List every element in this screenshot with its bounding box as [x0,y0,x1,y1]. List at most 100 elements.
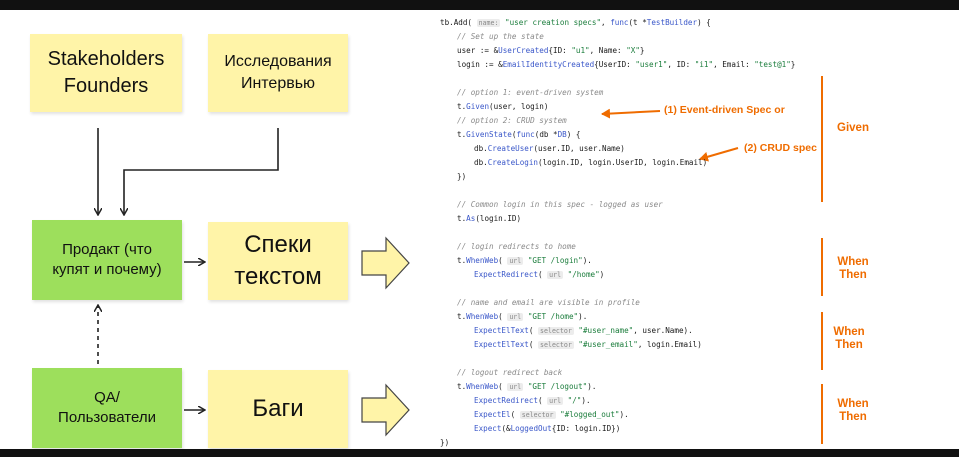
code-token: TestBuilder [646,18,698,27]
code-param-hint: name: [476,19,501,27]
code-token: tb.Add( [440,18,477,27]
code-token: , Name: [589,46,627,55]
code-token: } [639,46,645,55]
code-token: "#user_email" [573,340,638,349]
code-line: // option 1: event-driven system [457,88,603,97]
code-token: (t * [628,18,647,27]
code-param-hint: selector [538,341,574,349]
code-token: login := & [457,60,503,69]
code-token: ( [510,410,520,419]
code-token: (user, login) [489,102,549,111]
code-token: As [466,214,476,223]
code-param-hint: url [547,271,564,279]
code-token: t. [457,256,467,265]
code-token: ExpectElText [474,340,529,349]
code-token: , Email: [713,60,755,69]
code-token: db. [474,158,488,167]
code-token: "X" [626,46,640,55]
code-param-hint: selector [538,327,574,335]
code-token: func [516,130,535,139]
code-token: Expect [474,424,502,433]
code-token: "GET /logout" [523,382,588,391]
code-token: "/" [563,396,582,405]
block-arrow-specs-to-code [361,236,410,290]
code-line: }) [457,172,466,181]
code-line: }) [440,438,449,447]
code-token: CreateUser [487,144,534,153]
code-token: {ID: login.ID}) [551,424,621,433]
orange-arrow-crud [699,147,739,162]
code-line: ExpectElText( selector "#user_email", lo… [474,340,702,349]
code-line: ExpectRedirect( url "/home") [474,270,604,279]
code-param-hint: selector [519,411,556,419]
code-token: (& [501,424,511,433]
note-qa: QA/ Пользователи [32,368,182,448]
code-token: , login.Email) [637,340,702,349]
code-token: func [610,18,629,27]
code-token: , ID: [667,60,695,69]
code-token: // name and email are visible in profile [457,298,640,307]
code-token: // option 2: CRUD system [457,116,567,125]
code-token: }) [457,172,467,181]
code-token: db. [474,144,488,153]
code-token: (login.ID) [475,214,522,223]
code-token: user := & [457,46,499,55]
code-token: t. [457,214,467,223]
note-research: Исследования Интервью [208,34,348,112]
code-line: // Set up the state [457,32,544,41]
code-token: "u1" [571,46,590,55]
code-token: "user creation specs" [500,18,602,27]
label-when-then-3-text: When Then [837,398,869,424]
code-token: , user.Name). [633,326,693,335]
code-param-hint: url [507,383,524,391]
code-token: ). [587,382,597,391]
code-token: ExpectRedirect [474,270,539,279]
arrow-research-to-product [124,128,279,214]
code-token: // logout redirect back [457,368,563,377]
code-line: user := &UserCreated{ID: "u1", Name: "X"… [457,46,644,55]
code-token: WhenWeb [466,312,499,321]
code-token: "#user_name" [573,326,634,335]
code-token: "/home" [563,270,600,279]
note-bugs-text: Баги [252,394,304,422]
code-token: "test@1" [754,60,791,69]
code-line: db.CreateLogin(login.ID, login.UserID, l… [474,158,707,167]
code-token: "user1" [635,60,668,69]
code-token: "i1" [694,60,714,69]
code-line: tb.Add( name: "user creation specs", fun… [440,18,711,27]
note-qa-text: QA/ Пользователи [58,388,156,426]
code-token: {UserID: [594,60,636,69]
code-token: LoggedOut [510,424,552,433]
code-token: WhenWeb [466,382,499,391]
code-token: ) { [566,130,581,139]
code-line: t.As(login.ID) [457,214,521,223]
code-token: } [790,60,796,69]
code-token: }) [440,438,450,447]
code-line: t.WhenWeb( url "GET /home"). [457,312,587,321]
code-token: ) [599,270,605,279]
note-product-text: Продакт (что купят и почему) [52,240,162,278]
code-line: ExpectRedirect( url "/"). [474,396,591,405]
code-token: ( [528,340,539,349]
annotation-crud: (2) CRUD spec [744,142,817,154]
code-param-hint: url [507,257,524,265]
code-line: t.Given(user, login) [457,102,548,111]
code-token: (login.ID, login.UserID, login.Email) [538,158,708,167]
code-token: ( [498,256,508,265]
code-line: // name and email are visible in profile [457,298,640,307]
code-token: (user.ID, user.Name) [533,144,625,153]
code-param-hint: url [507,313,524,321]
code-token: t. [457,382,467,391]
code-line: // option 2: CRUD system [457,116,567,125]
code-token: t. [457,102,467,111]
label-when-then-1-text: When Then [837,256,869,282]
code-token: "#logged_out" [555,410,620,419]
annotation-event-driven: (1) Event-driven Spec or [664,104,785,116]
code-token: ( [538,270,548,279]
code-token: ). [581,396,591,405]
label-when-then-1: When Then [828,256,878,282]
code-line: login := &EmailIdentityCreated{UserID: "… [457,60,795,69]
code-line: db.CreateUser(user.ID, user.Name) [474,144,625,153]
code-token: t. [457,312,467,321]
